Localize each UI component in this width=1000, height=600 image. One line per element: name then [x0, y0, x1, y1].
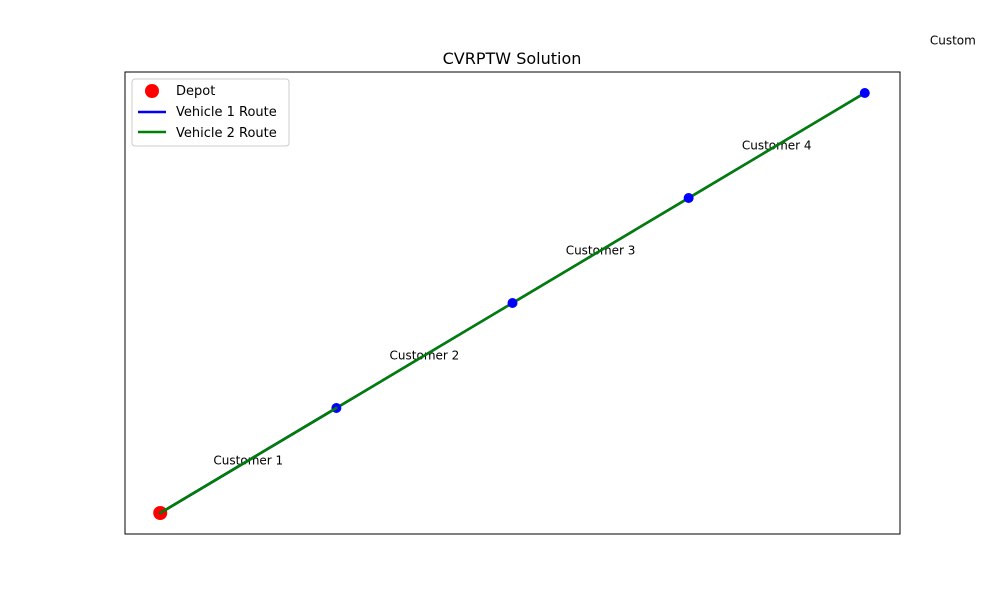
legend-vehicle2-label: Vehicle 2 Route — [176, 126, 277, 141]
annotation-label: Custom — [930, 34, 976, 48]
route-overlay-vehicle-2 — [158, 406, 338, 515]
legend-frame — [131, 78, 290, 147]
plot-area — [124, 71, 901, 535]
customer-point-3 — [683, 193, 694, 203]
legend-depot-label: Depot — [176, 84, 215, 99]
customer-point-2 — [507, 298, 518, 308]
customer-point-4 — [859, 88, 870, 98]
chart-title: CVRPTW Solution — [443, 49, 582, 68]
points — [153, 88, 870, 520]
legend: Depot Vehicle 1 Route Vehicle 2 Route — [131, 78, 290, 147]
legend-depot-marker — [145, 84, 159, 98]
legend-vehicle1-label: Vehicle 1 Route — [176, 105, 277, 120]
